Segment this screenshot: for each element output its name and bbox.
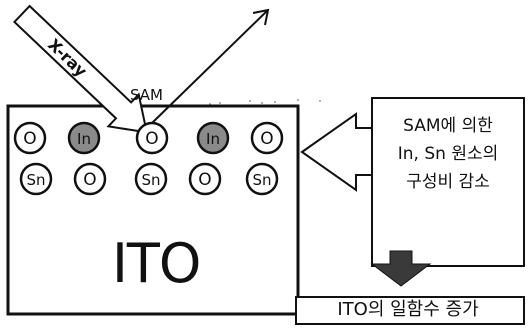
atom-symbol: Sn bbox=[252, 171, 271, 189]
atom-symbol: O bbox=[23, 129, 36, 149]
sam-label: SAM bbox=[130, 86, 163, 104]
callout-text: SAM에 의한 In, Sn 원소의 구성비 감소 bbox=[372, 112, 524, 196]
ito-label: ITO bbox=[112, 232, 200, 295]
atom-sn: Sn bbox=[136, 164, 166, 194]
atom-symbol: Sn bbox=[26, 171, 45, 189]
atom-symbol: O bbox=[83, 170, 96, 190]
atom-in: In bbox=[69, 123, 99, 153]
callout-line-1: SAM에 의한 bbox=[372, 112, 524, 140]
callout-arrow bbox=[302, 114, 372, 190]
atom-o: O bbox=[137, 123, 167, 153]
result-label: ITO의 일함수 증가 bbox=[296, 297, 520, 323]
callout-line-2: In, Sn 원소의 bbox=[372, 140, 524, 168]
atom-symbol: O bbox=[260, 129, 273, 149]
sam-surface-dots bbox=[209, 99, 321, 105]
callout-line-3: 구성비 감소 bbox=[372, 168, 524, 196]
atom-sn: Sn bbox=[247, 164, 277, 194]
atom-symbol: In bbox=[77, 130, 91, 148]
atom-symbol: In bbox=[206, 130, 220, 148]
atom-o: O bbox=[252, 123, 282, 153]
atom-in: In bbox=[198, 123, 228, 153]
atom-symbol: Sn bbox=[141, 171, 160, 189]
atom-sn: Sn bbox=[21, 164, 51, 194]
atom-o: O bbox=[75, 164, 105, 194]
atom-o: O bbox=[190, 164, 220, 194]
atom-o: O bbox=[15, 123, 45, 153]
atom-symbol: O bbox=[145, 129, 158, 149]
atom-symbol: O bbox=[198, 170, 211, 190]
